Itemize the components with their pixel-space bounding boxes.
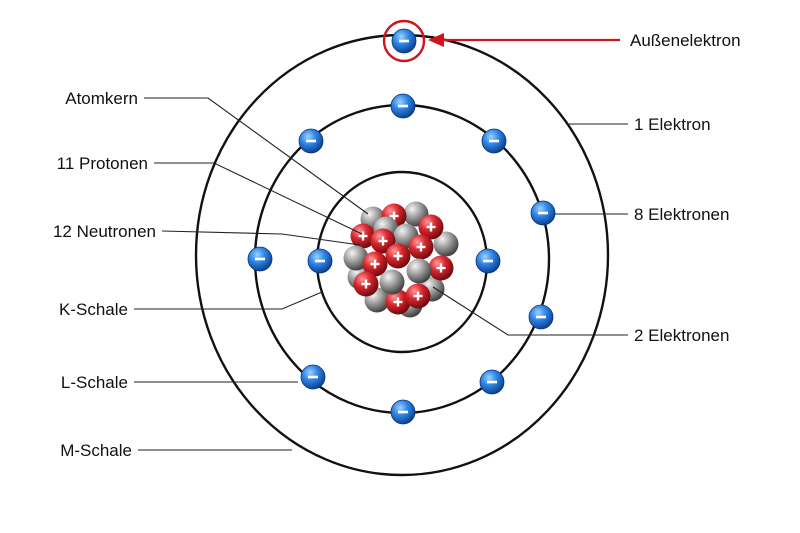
proton-6 <box>405 283 431 309</box>
l-shell-electron-5 <box>247 246 273 272</box>
l-shell-electron-7 <box>300 364 326 390</box>
label-m-shell: M-Schale <box>60 441 132 460</box>
l-shell-electron-2 <box>298 128 324 154</box>
label-m-shell-count: 1 Elektron <box>634 115 711 134</box>
l-shell-electron-8 <box>479 369 505 395</box>
minus-icon <box>398 104 408 108</box>
neutron-12 <box>379 269 405 295</box>
minus-icon <box>538 211 548 215</box>
leader-neutrons <box>161 230 361 246</box>
outer-electron-highlight-ring <box>382 19 426 63</box>
proton-9 <box>385 243 411 269</box>
l-shell-electron-1 <box>390 93 416 119</box>
l-shell-electron-6 <box>528 304 554 330</box>
label-outer-electron: Außenelektron <box>630 31 741 50</box>
l-shell-electron-3 <box>481 128 507 154</box>
minus-icon <box>483 259 493 263</box>
label-nucleus: Atomkern <box>65 89 138 108</box>
proton-5 <box>385 289 411 315</box>
proton-4 <box>428 255 454 281</box>
minus-icon <box>398 410 408 414</box>
k-shell-electron-1 <box>307 248 333 274</box>
nucleus <box>343 201 459 318</box>
plus-icon-vertical <box>429 222 433 232</box>
plus-icon-vertical <box>364 279 368 289</box>
l-shell-electron-4 <box>530 200 556 226</box>
plus-icon-vertical <box>396 297 400 307</box>
label-k-shell-count: 2 Elektronen <box>634 326 729 345</box>
minus-icon <box>306 139 316 143</box>
proton-8 <box>408 234 434 260</box>
leader-k-shell <box>134 291 323 310</box>
proton-2 <box>418 214 444 240</box>
k-shell-electron-2 <box>475 248 501 274</box>
l-shell-electron-9 <box>390 399 416 425</box>
plus-icon-vertical <box>419 242 423 252</box>
m-shell-electron-1 <box>391 28 417 54</box>
minus-icon <box>315 259 325 263</box>
label-l-shell: L-Schale <box>61 373 128 392</box>
plus-icon-vertical <box>416 291 420 301</box>
label-k-shell: K-Schale <box>59 300 128 319</box>
plus-icon-vertical <box>396 251 400 261</box>
proton-11 <box>353 271 379 297</box>
leader-protons <box>154 162 363 235</box>
label-neutrons: 12 Neutronen <box>53 222 156 241</box>
plus-icon-vertical <box>361 231 365 241</box>
neutron-9 <box>343 245 369 271</box>
minus-icon <box>308 375 318 379</box>
plus-icon-vertical <box>381 236 385 246</box>
plus-icon-vertical <box>392 211 396 221</box>
label-protons: 11 Protonen <box>57 154 148 173</box>
outer-electron-arrow-head <box>428 33 444 47</box>
minus-icon <box>399 39 409 43</box>
leader-nucleus <box>144 97 369 215</box>
minus-icon <box>489 139 499 143</box>
proton-3 <box>350 223 376 249</box>
minus-icon <box>255 257 265 261</box>
leader-k-shell-count <box>432 286 628 336</box>
plus-icon-vertical <box>439 263 443 273</box>
plus-icon-vertical <box>373 259 377 269</box>
neutron-11 <box>406 258 432 284</box>
neutron-3 <box>433 231 459 257</box>
label-l-shell-count: 8 Elektronen <box>634 205 729 224</box>
electrons <box>247 28 556 425</box>
minus-icon <box>487 380 497 384</box>
minus-icon <box>536 315 546 319</box>
proton-10 <box>362 251 388 277</box>
